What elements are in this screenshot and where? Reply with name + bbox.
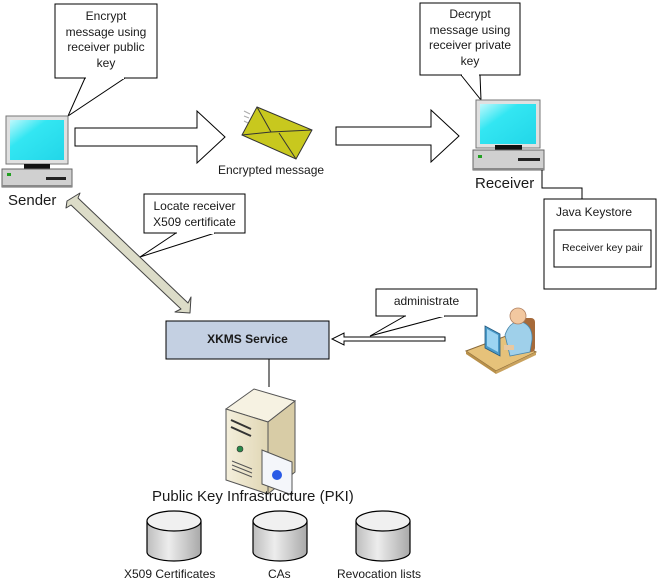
callout-line: key (96, 55, 116, 70)
callout-locate-text: Locate receiver X509 certificate (144, 199, 245, 230)
envelope-icon (241, 106, 313, 160)
database-label: CAs (268, 567, 291, 581)
callout-line: message using (429, 22, 511, 37)
callout-line: X509 certificate (153, 214, 236, 229)
callout-locate (139, 193, 246, 258)
keystore-item-label: Receiver key pair (561, 242, 644, 254)
callout-decrypt (419, 2, 521, 102)
callout-line: administrate (393, 294, 460, 308)
callout-line: message using (65, 24, 147, 39)
callout-line: receiver private (428, 38, 512, 52)
administrator-icon (464, 307, 538, 374)
callout-line: key (460, 53, 480, 68)
callout-line: Locate receiver (153, 199, 236, 213)
callout-line: Decrypt (449, 7, 491, 21)
callout-decrypt-text: Decrypt message using receiver private k… (420, 7, 520, 69)
pki-server-icon (224, 388, 297, 496)
sender-label: Sender (8, 192, 57, 209)
database-cas-icon (252, 510, 308, 562)
receiver-keystore-connector (541, 170, 583, 199)
callout-encrypt (54, 3, 158, 118)
receiver-label: Receiver (475, 175, 535, 192)
encrypted-message-label: Encrypted message (218, 163, 325, 177)
arrow-message-to-receiver (335, 108, 460, 164)
arrow-sender-to-message (74, 109, 226, 165)
callout-administrate-text: administrate (376, 294, 477, 310)
xkms-service-label: XKMS Service (207, 332, 288, 346)
sender-computer-icon (1, 115, 73, 188)
java-keystore-box (543, 198, 657, 290)
receiver-computer-icon (472, 99, 545, 171)
arrow-admin-to-xkms (330, 332, 446, 346)
callout-encrypt-text: Encrypt message using receiver public ke… (55, 9, 157, 71)
keystore-title: Java Keystore (556, 205, 633, 219)
callout-line: receiver public (67, 40, 145, 54)
callout-administrate (369, 288, 478, 337)
database-label: X509 Certificates (124, 567, 216, 581)
database-x509-icon (146, 510, 202, 562)
xkms-service-box[interactable] (165, 320, 330, 360)
database-label: Revocation lists (337, 567, 422, 581)
arrow-sender-xkms (65, 192, 192, 314)
callout-line: Encrypt (85, 9, 127, 23)
database-revocation-icon (355, 510, 411, 562)
pki-label: Public Key Infrastructure (PKI) (152, 488, 354, 505)
